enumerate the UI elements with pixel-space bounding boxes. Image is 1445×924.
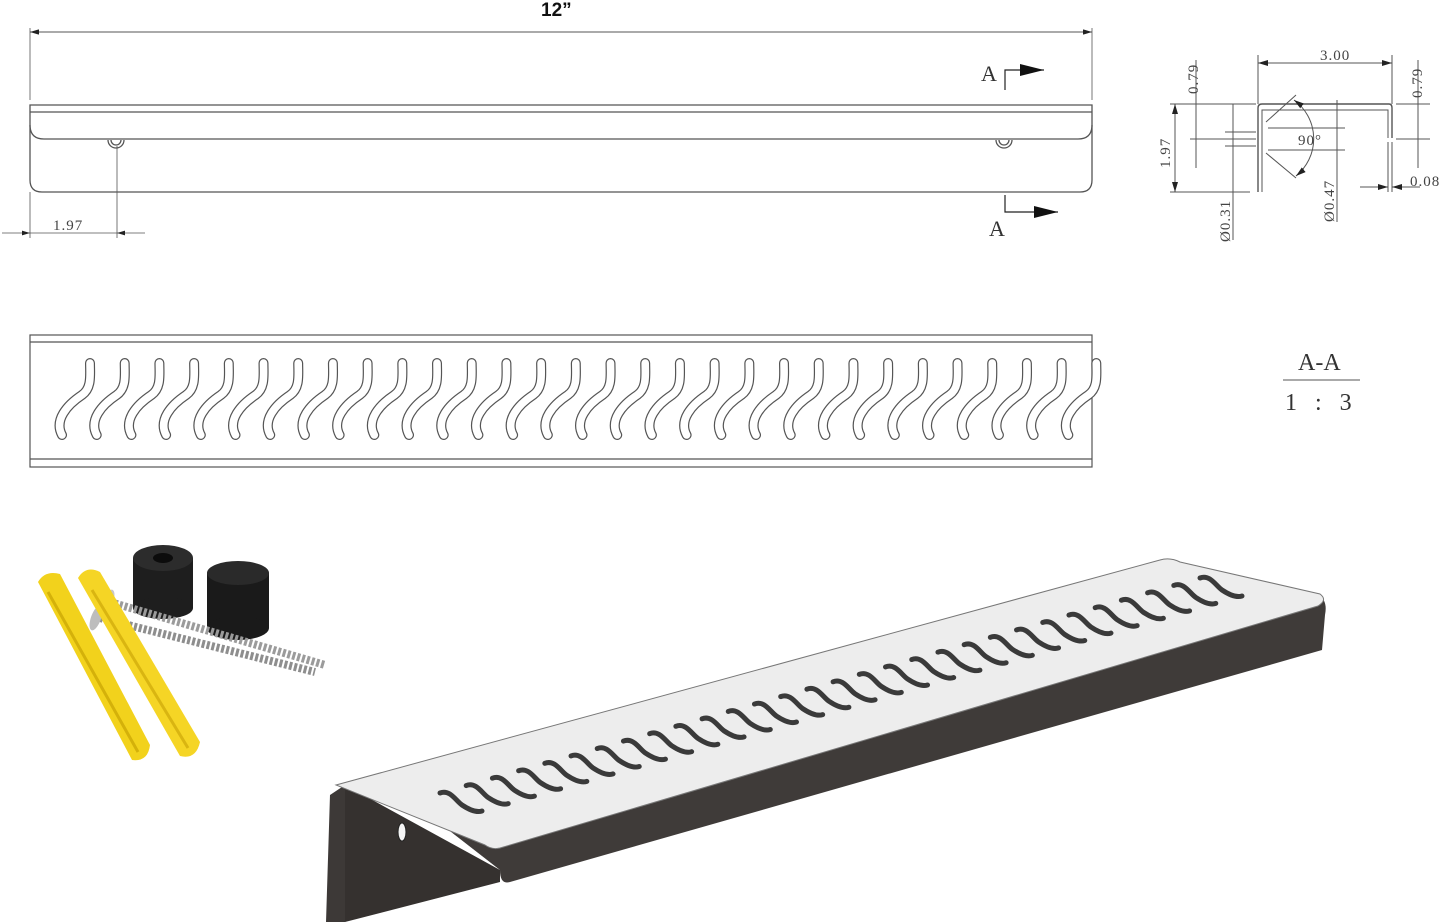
wave-slot [1062,359,1101,439]
render-slot [1040,619,1088,644]
render-slot [489,774,537,800]
render-slot [804,685,852,711]
render-slot [647,730,695,755]
product-render [326,558,1326,922]
render-slot [699,715,747,740]
wave-slot [541,359,580,439]
render-slot [883,663,931,688]
wave-slot [506,359,546,439]
section-right-flange-label: 0.79 [1410,68,1426,98]
hole-large-diameter-label: Ø0.47 [1322,180,1338,222]
render-slot [725,708,773,733]
wall-anchor-1 [38,573,150,761]
render-wave-slots [437,574,1245,814]
render-slot [830,678,878,703]
rubber-spacer-1 [133,545,193,619]
render-slot [909,656,957,681]
wave-slot [992,359,1031,439]
wave-slot [194,359,233,439]
render-slot [751,700,799,726]
hole-small-diameter-label: Ø0.31 [1218,200,1234,242]
wave-slot [333,359,372,439]
rubber-spacer-2 [207,561,269,640]
wave-slot [402,359,441,439]
section-caption-scale: 1 : 3 [1285,390,1358,416]
wave-slot [159,359,199,439]
wave-slot [749,359,788,439]
wave-slot [368,359,407,439]
wave-slot [1027,359,1066,439]
wave-slot [229,359,268,439]
section-marker-top: A [981,61,997,86]
wave-slot [55,359,94,439]
render-slot [961,641,1009,666]
render-slot [935,648,983,674]
wave-slot [958,359,997,439]
wave-slot [784,359,823,439]
wave-slot [437,359,476,439]
wave-slot [298,359,337,439]
render-slot [1014,626,1062,651]
wave-slot [611,359,650,439]
render-slot [778,693,826,718]
wave-slot [472,359,511,439]
section-view [1170,55,1430,240]
render-slot [856,671,904,696]
wave-slot [90,359,129,439]
section-caption-name: A-A [1298,350,1341,376]
top-view [29,334,1093,468]
wave-slot [576,359,615,439]
render-slot [1118,596,1166,622]
render-slot [1092,604,1140,629]
render-slot [568,752,616,777]
render-slot [542,760,590,785]
wave-slot [853,359,893,439]
render-slot [673,723,721,748]
front-view [2,28,1093,238]
section-thickness-label: 0.08 [1410,174,1440,190]
render-slot [620,737,668,763]
hardware-kit [38,545,327,761]
wave-slot [888,359,927,439]
wave-slot [680,359,719,439]
render-slot [594,745,642,770]
wave-slots [54,358,1102,440]
section-marker-bottom: A [989,216,1005,241]
hole-offset-label: 1.97 [53,218,83,234]
wall-anchor-2 [78,569,200,757]
render-slot [463,782,511,807]
section-width-label: 3.00 [1320,48,1350,64]
wave-slot [715,359,754,439]
wave-slot [125,359,164,439]
render-slot [516,767,564,792]
render-slot [987,634,1035,659]
wave-slot [645,359,684,439]
render-slot [1197,574,1245,599]
render-slot [1145,589,1193,614]
section-angle-label: 90° [1298,133,1322,149]
render-slot [437,789,485,814]
overall-length-label: 12” [541,0,572,21]
section-height-label: 1.97 [1158,138,1174,168]
section-left-flange-label: 0.79 [1186,64,1202,94]
render-slot [1066,611,1114,637]
wave-slot [819,359,858,439]
render-slot [1171,582,1219,607]
wave-slot [923,359,962,439]
wave-slot [264,359,303,439]
